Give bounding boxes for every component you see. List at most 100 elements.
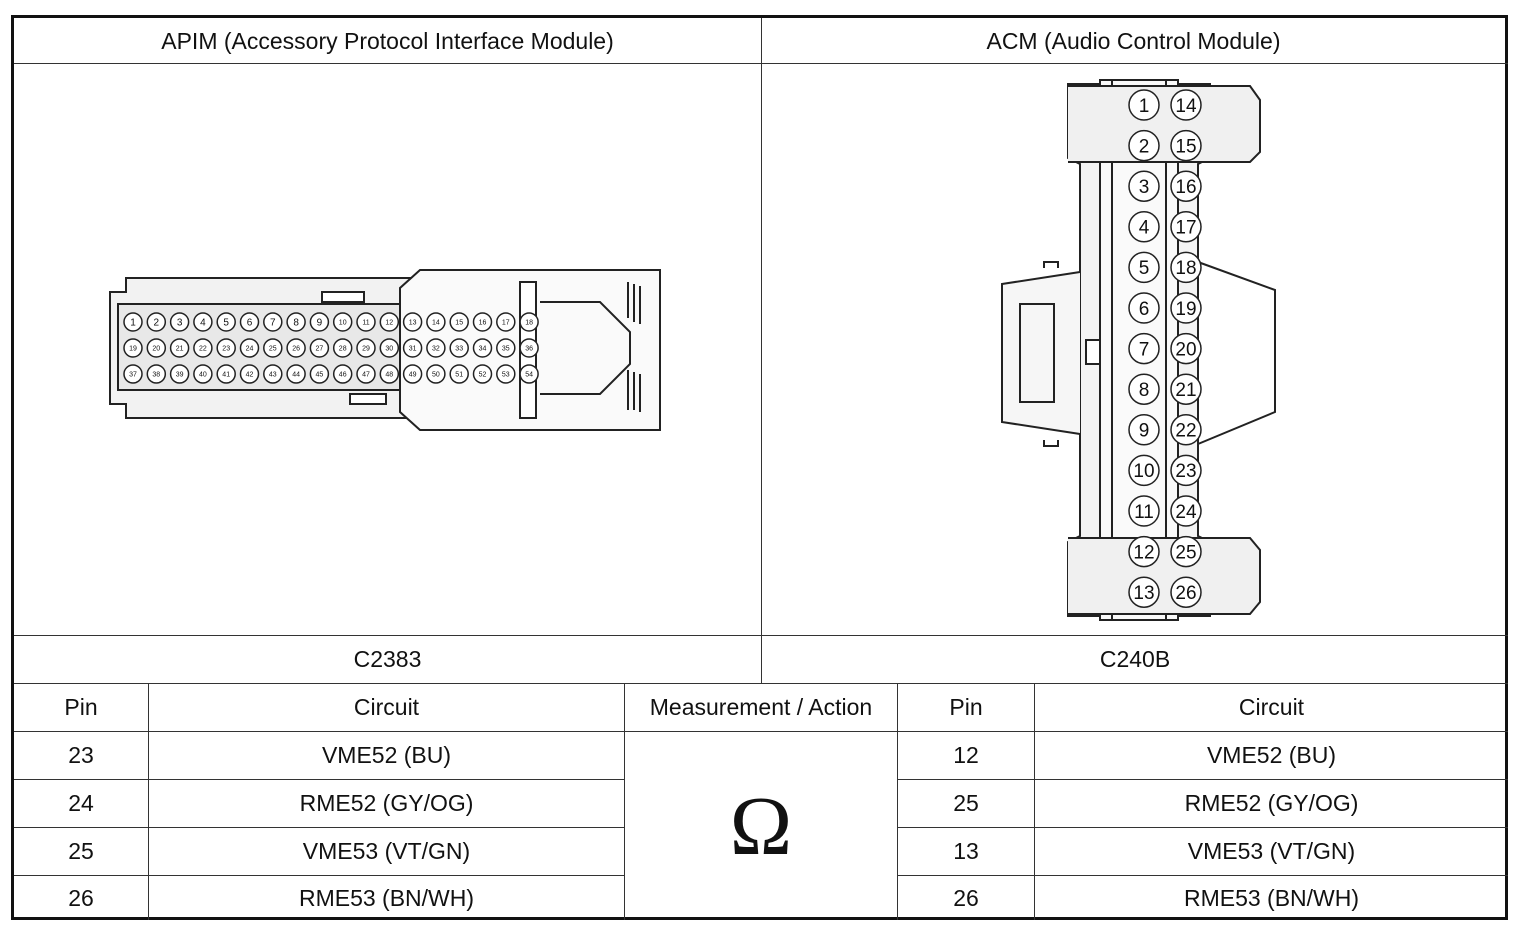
apim-pin-28: 28 [332, 338, 353, 358]
svg-text:14: 14 [1175, 96, 1197, 117]
acm-pin-6: 6 [1128, 292, 1160, 324]
apim-pin-53: 53 [496, 364, 516, 384]
apim-pin-30: 30 [379, 338, 400, 358]
svg-text:41: 41 [222, 372, 230, 379]
svg-text:15: 15 [455, 320, 463, 327]
svg-text:20: 20 [1175, 339, 1196, 360]
svg-text:29: 29 [362, 346, 370, 353]
svg-text:34: 34 [479, 346, 487, 353]
row-2-circuit-left: RME52 (GY/OG) [299, 790, 474, 816]
apim-pin-14: 14 [426, 312, 446, 332]
svg-text:23: 23 [222, 346, 230, 353]
apim-pin-44: 44 [286, 364, 306, 384]
svg-text:33: 33 [455, 346, 463, 353]
svg-text:3: 3 [177, 318, 183, 329]
apim-pin-5: 5 [216, 312, 236, 332]
apim-pin-3: 3 [169, 312, 190, 332]
svg-text:40: 40 [199, 372, 207, 379]
apim-pin-54: 54 [519, 364, 539, 384]
svg-text:26: 26 [1175, 583, 1196, 604]
apim-pin-13: 13 [402, 312, 423, 332]
acm-connector-label: C240B [1099, 646, 1171, 672]
row-1-circuit-right: VME52 (BU) [1206, 742, 1337, 768]
row-1-pin-left: 23 [68, 742, 94, 768]
header-pin-left: Pin [64, 694, 98, 720]
row-2-pin-right: 25 [953, 790, 979, 816]
svg-text:24: 24 [1175, 502, 1197, 523]
pinout-table-frame [11, 15, 1508, 920]
svg-text:8: 8 [293, 318, 299, 329]
acm-pin-1: 1 [1128, 89, 1160, 121]
svg-text:14: 14 [432, 320, 440, 327]
svg-text:15: 15 [1175, 136, 1196, 157]
acm-pin-5: 5 [1128, 251, 1160, 284]
apim-pin-37: 37 [123, 364, 143, 384]
svg-text:23: 23 [1175, 461, 1196, 482]
apim-pin-1: 1 [123, 312, 143, 332]
apim-pin-23: 23 [216, 338, 236, 358]
svg-text:4: 4 [200, 318, 206, 329]
svg-text:18: 18 [1175, 258, 1196, 279]
acm-pin-3: 3 [1128, 170, 1160, 202]
svg-text:4: 4 [1139, 218, 1150, 239]
svg-text:17: 17 [1175, 218, 1196, 239]
apim-pin-19: 19 [123, 338, 143, 358]
acm-pin-18: 18 [1170, 251, 1202, 284]
apim-pin-35: 35 [496, 338, 516, 358]
row-1-pin-right: 12 [953, 742, 979, 768]
apim-pin-29: 29 [356, 338, 376, 358]
svg-text:19: 19 [129, 346, 137, 353]
svg-text:51: 51 [455, 372, 463, 379]
apim-pin-32: 32 [426, 338, 446, 358]
apim-pin-9: 9 [309, 312, 330, 332]
acm-pin-26: 26 [1170, 576, 1202, 608]
svg-text:20: 20 [152, 346, 160, 353]
apim-pin-6: 6 [239, 312, 260, 332]
svg-text:6: 6 [247, 318, 253, 329]
svg-text:19: 19 [1175, 299, 1196, 320]
apim-title: APIM (Accessory Protocol Interface Modul… [161, 27, 614, 54]
svg-text:5: 5 [223, 318, 229, 329]
acm-pin-15: 15 [1170, 129, 1202, 162]
apim-pin-39: 39 [169, 364, 190, 384]
svg-text:50: 50 [432, 372, 440, 379]
header-measurement: Measurement / Action [649, 694, 873, 720]
svg-text:38: 38 [152, 372, 160, 379]
apim-pin-4: 4 [193, 312, 213, 332]
svg-text:39: 39 [176, 372, 184, 379]
svg-text:16: 16 [1175, 177, 1196, 198]
apim-pin-41: 41 [216, 364, 236, 384]
row-1-circuit-left: VME52 (BU) [321, 742, 452, 768]
svg-text:16: 16 [479, 320, 487, 327]
apim-pin-12: 12 [379, 312, 400, 332]
acm-pin-12: 12 [1128, 535, 1160, 568]
svg-text:22: 22 [1175, 421, 1196, 442]
row-4-pin-right: 26 [953, 884, 979, 911]
svg-text:24: 24 [246, 346, 254, 353]
row-3-pin-left: 25 [68, 838, 94, 864]
svg-text:9: 9 [1139, 421, 1150, 442]
svg-text:47: 47 [362, 372, 370, 379]
svg-text:11: 11 [362, 320, 369, 327]
header-pin-right: Pin [949, 694, 983, 720]
svg-text:54: 54 [525, 372, 533, 379]
svg-text:25: 25 [1175, 542, 1196, 563]
svg-text:45: 45 [316, 372, 324, 379]
svg-text:12: 12 [1133, 542, 1154, 563]
row-4-pin-left: 26 [68, 884, 94, 911]
row-4-circuit-right: RME53 (BN/WH) [1183, 884, 1360, 911]
apim-pin-27: 27 [309, 338, 330, 358]
svg-text:25: 25 [269, 346, 277, 353]
apim-pin-40: 40 [193, 364, 213, 384]
svg-text:22: 22 [199, 346, 207, 353]
apim-pin-51: 51 [449, 364, 469, 384]
svg-text:46: 46 [339, 372, 347, 379]
acm-pin-16: 16 [1170, 170, 1202, 202]
svg-text:13: 13 [409, 320, 417, 327]
apim-pin-17: 17 [496, 312, 516, 332]
apim-pin-8: 8 [286, 312, 306, 332]
acm-pin-4: 4 [1128, 211, 1160, 243]
svg-text:11: 11 [1134, 502, 1154, 523]
acm-pin-21: 21 [1170, 373, 1202, 405]
acm-pin-2: 2 [1128, 129, 1160, 162]
